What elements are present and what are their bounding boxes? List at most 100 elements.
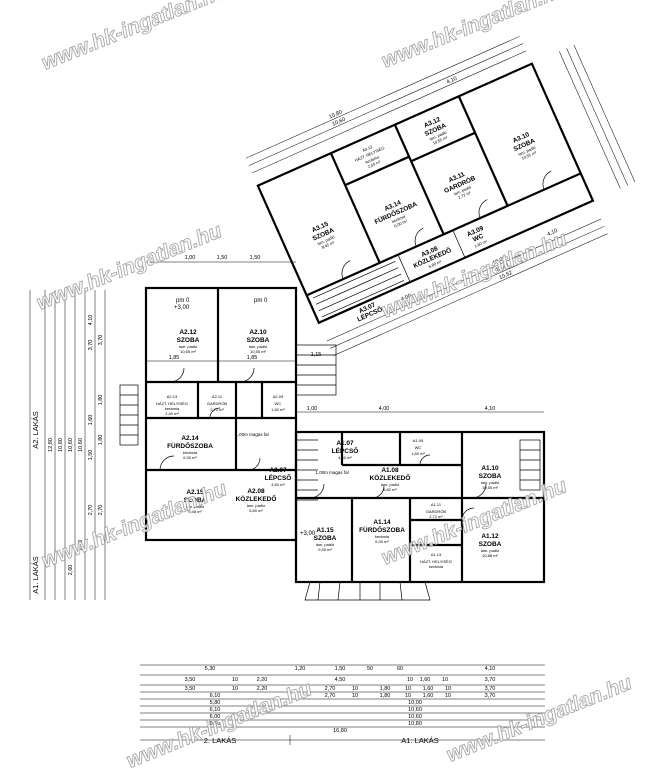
- room-a311: A3.11 GARDRÓB lam. padló 2,72 m²: [442, 171, 477, 200]
- svg-text:SZOBA: SZOBA: [314, 535, 337, 542]
- svg-text:1,60: 1,60: [423, 686, 434, 692]
- svg-text:1,80: 1,80: [380, 693, 391, 699]
- dim-top-b: 10,60: [332, 117, 347, 128]
- svg-text:4,50: 4,50: [335, 677, 346, 683]
- svg-text:10,60: 10,60: [78, 438, 84, 452]
- room-a309: A3.09 WC 1,60 m²: [466, 225, 488, 249]
- svg-text:6,10: 6,10: [210, 693, 221, 699]
- room-a111: A1.11 GARDRÓB 2,72 m²: [426, 502, 447, 519]
- room-a209: A2.09 WC 1,60 m²: [271, 394, 285, 412]
- svg-text:1,80: 1,80: [98, 435, 104, 446]
- svg-text:10: 10: [445, 686, 451, 692]
- svg-text:A2.08: A2.08: [247, 488, 265, 495]
- svg-text:10,60: 10,60: [68, 438, 74, 452]
- level-a1-p300: +3,00: [300, 531, 316, 537]
- svg-text:3,70: 3,70: [98, 335, 104, 346]
- svg-text:6,60 m²: 6,60 m²: [249, 508, 263, 513]
- svg-text:kerámia: kerámia: [365, 154, 381, 165]
- svg-text:2,70: 2,70: [88, 505, 94, 516]
- svg-text:A2.15: A2.15: [186, 489, 204, 496]
- svg-text:lam. padló: lam. padló: [481, 548, 500, 553]
- svg-text:kerámia: kerámia: [183, 450, 198, 455]
- svg-text:10: 10: [405, 693, 411, 699]
- watermark-5: www.hk-ingatlan.hu: [38, 477, 230, 572]
- watermark-6: www.hk-ingatlan.hu: [378, 474, 570, 569]
- svg-text:GARDRÓB: GARDRÓB: [426, 509, 447, 514]
- svg-text:WC: WC: [275, 401, 282, 406]
- svg-text:1,60 m²: 1,60 m²: [271, 407, 285, 412]
- watermark-7: www.hk-ingatlan.hu: [123, 677, 315, 768]
- a3-wing: 10,80 10,60 4,10 10,00 10,42 10,52 4,00 …: [245, 36, 636, 356]
- svg-text:A1.07: A1.07: [336, 440, 354, 447]
- room-a114: A1.14 FÜRDŐSZOBA kerámia 6,30 m²: [359, 519, 405, 544]
- label-a2-lakas-bottom: 2. LAKÁS: [204, 736, 237, 745]
- a2-exterior-stairs: [119, 384, 139, 446]
- svg-text:10,88 m²: 10,88 m²: [482, 553, 498, 558]
- svg-text:lam. padló: lam. padló: [381, 482, 400, 487]
- svg-text:A1.09: A1.09: [413, 438, 424, 443]
- svg-text:6,10: 6,10: [210, 707, 221, 713]
- svg-text:A2.11: A2.11: [212, 394, 223, 399]
- level-a2-p300: +3,00: [174, 305, 190, 311]
- bottom-dimensions: 5,30 1,20 1,50 50 60 4,10 3,50 10 2,20 4…: [140, 664, 545, 745]
- svg-text:10: 10: [352, 686, 358, 692]
- room-a207: A2.07 LÉPCSŐ 4,60 m²: [265, 467, 292, 487]
- svg-text:2,20: 2,20: [257, 686, 268, 692]
- svg-text:1,60: 1,60: [420, 677, 431, 683]
- svg-text:10,55 m²: 10,55 m²: [180, 349, 196, 354]
- svg-text:10,55 m²: 10,55 m²: [521, 150, 538, 161]
- svg-text:kerámia: kerámia: [375, 534, 390, 539]
- svg-text:3,50: 3,50: [185, 686, 196, 692]
- svg-text:6,00: 6,00: [210, 714, 221, 720]
- svg-text:5,80: 5,80: [210, 700, 221, 706]
- svg-text:A2.07: A2.07: [269, 467, 287, 474]
- svg-text:HÁZT. HELYISÉG: HÁZT. HELYISÉG: [420, 559, 452, 564]
- svg-text:3,70: 3,70: [485, 677, 496, 683]
- svg-text:3,50: 3,50: [185, 677, 196, 683]
- room-a107: A1.07 LÉPCSŐ 4,60 m²: [332, 440, 359, 460]
- svg-text:10: 10: [232, 677, 238, 683]
- label-a2-lakas-side: A2. LAKÁS: [31, 411, 40, 449]
- svg-text:SZOBA: SZOBA: [479, 473, 502, 480]
- svg-text:1,15: 1,15: [311, 352, 322, 358]
- svg-text:2,60: 2,60: [68, 565, 74, 576]
- dim-bottom-l: 4,00: [400, 293, 412, 303]
- svg-text:3,70: 3,70: [88, 340, 94, 351]
- room-a212: A2.12 SZOBA lam. padló 10,55 m²: [177, 329, 200, 354]
- svg-text:A2.09: A2.09: [273, 394, 284, 399]
- svg-text:2,70: 2,70: [98, 505, 104, 516]
- svg-text:10,60: 10,60: [408, 714, 422, 720]
- svg-text:1,50: 1,50: [88, 450, 94, 461]
- svg-text:4,00: 4,00: [379, 406, 390, 412]
- room-a214: A2.14 FÜRDŐSZOBA kerámia 6,30 m²: [167, 435, 213, 460]
- a1-block: +3,00 1,00m magas fal A1.07 LÉPCSŐ 4,60 …: [294, 430, 546, 601]
- svg-text:A1.08: A1.08: [381, 467, 399, 474]
- svg-text:kerámia: kerámia: [391, 213, 407, 224]
- svg-text:lam. padló: lam. padló: [481, 480, 500, 485]
- room-a315: A3.15 SZOBA lam. padló 9,45 m²: [311, 221, 336, 250]
- svg-text:16,80: 16,80: [333, 728, 347, 734]
- svg-text:A1.12: A1.12: [481, 533, 499, 540]
- watermark-3: www.hk-ingatlan.hu: [33, 219, 225, 314]
- svg-text:KÖZLEKEDŐ: KÖZLEKEDŐ: [370, 473, 411, 482]
- room-a215: A2.15 SZOBA lam. padló 9,48 m²: [184, 489, 207, 514]
- svg-text:10: 10: [407, 677, 413, 683]
- a1-exterior-stairs: [519, 439, 541, 491]
- svg-text:1,85: 1,85: [247, 355, 258, 361]
- svg-text:FÜRDŐSZOBA: FÜRDŐSZOBA: [167, 441, 213, 450]
- svg-text:12,80: 12,80: [48, 438, 54, 452]
- svg-text:A3.13: A3.13: [361, 144, 373, 153]
- svg-text:1,80: 1,80: [380, 686, 391, 692]
- svg-text:2,40 m²: 2,40 m²: [165, 411, 179, 416]
- svg-text:10: 10: [352, 693, 358, 699]
- svg-text:A2.13: A2.13: [167, 394, 178, 399]
- room-a211: A2.11 GARDRÓB 2,72 m²: [207, 394, 228, 412]
- svg-text:3,70: 3,70: [485, 693, 496, 699]
- svg-text:SZOBA: SZOBA: [177, 337, 200, 344]
- room-a208: A2.08 KÖZLEKEDŐ lam. padló 6,60 m²: [236, 488, 277, 513]
- svg-text:HÁZT. HELYISÉG: HÁZT. HELYISÉG: [156, 401, 188, 406]
- svg-text:10: 10: [405, 686, 411, 692]
- dim-bottom-i: 10,00: [492, 255, 507, 266]
- room-a210: A2.10 SZOBA lam. padló 10,55 m²: [247, 329, 270, 354]
- svg-text:A2.14: A2.14: [181, 435, 199, 442]
